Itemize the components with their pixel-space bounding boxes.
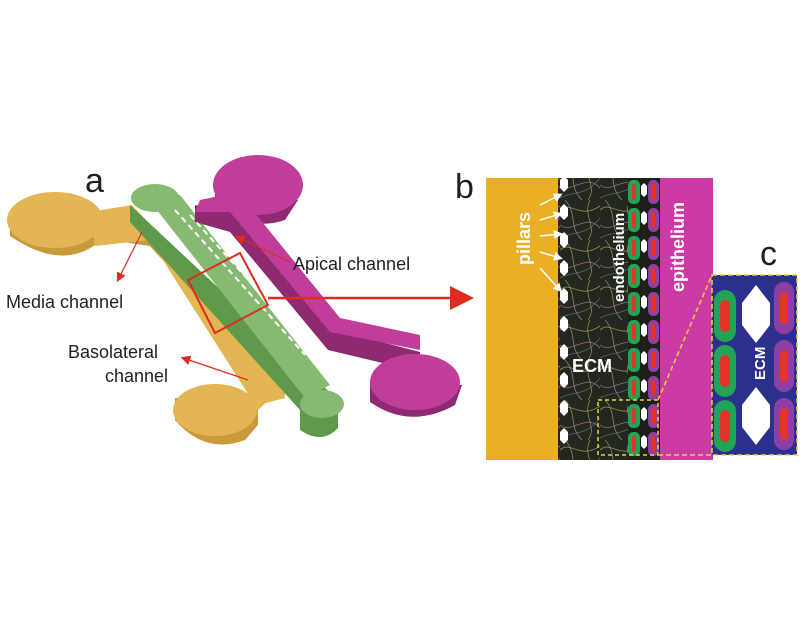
- pillar: [560, 344, 568, 360]
- basolateral-channel-shape: [130, 184, 344, 438]
- ecm-label-c: ECM: [752, 347, 769, 380]
- pillars-label: pillars: [514, 212, 534, 265]
- pillar: [560, 176, 568, 192]
- detail-pillar: [742, 285, 770, 343]
- zoom-region-box-b: [597, 399, 659, 456]
- apical-region: [660, 178, 713, 460]
- apical-channel-shape: [195, 155, 462, 417]
- pillar-column-left: [560, 176, 568, 444]
- basolateral-callout-arrow: [180, 355, 249, 381]
- ecm-fiber-region: [558, 178, 628, 460]
- pillar: [560, 372, 568, 388]
- detail-pillar: [742, 387, 770, 445]
- pillar-column-middle: [641, 183, 647, 449]
- zoom-connector-top: [657, 274, 713, 401]
- media-channel-shape: [7, 192, 285, 445]
- cross-section-panel: pillars endothelium epithelium ECM: [486, 176, 713, 460]
- basolateral-channel-label-line1: Basolateral: [68, 342, 158, 362]
- media-callout-arrow: [116, 231, 143, 283]
- pillar: [560, 428, 568, 444]
- apical-channel-label: Apical channel: [293, 254, 410, 274]
- detail-panel: ECM: [711, 274, 798, 456]
- panel-label-b: b: [455, 168, 474, 206]
- chip-3d-illustration: [7, 155, 462, 445]
- epithelial-cell-column: [648, 180, 659, 456]
- zoom-region-box: [186, 251, 270, 335]
- panel-label-c: c: [760, 235, 777, 273]
- basolateral-channel-label-line2: channel: [105, 366, 168, 386]
- media-region: [486, 178, 558, 460]
- pillar: [560, 400, 568, 416]
- epithelium-label: epithelium: [668, 202, 688, 292]
- endothelium-label: endothelium: [611, 213, 628, 302]
- zoom-arrowhead: [450, 286, 474, 310]
- pillar: [560, 260, 568, 276]
- pillar: [560, 316, 568, 332]
- apical-callout-arrow: [234, 235, 291, 263]
- ecm-label-b: ECM: [572, 356, 612, 376]
- media-channel-label: Media channel: [6, 292, 123, 312]
- membrane-dashed-line-1: [174, 209, 306, 356]
- detail-frame: [711, 274, 798, 456]
- membrane-dashed-line-2: [189, 214, 321, 361]
- panel-label-a: a: [85, 162, 104, 200]
- pillar-pointer-arrows: [539, 193, 563, 293]
- endothelial-cell-column: [628, 180, 640, 456]
